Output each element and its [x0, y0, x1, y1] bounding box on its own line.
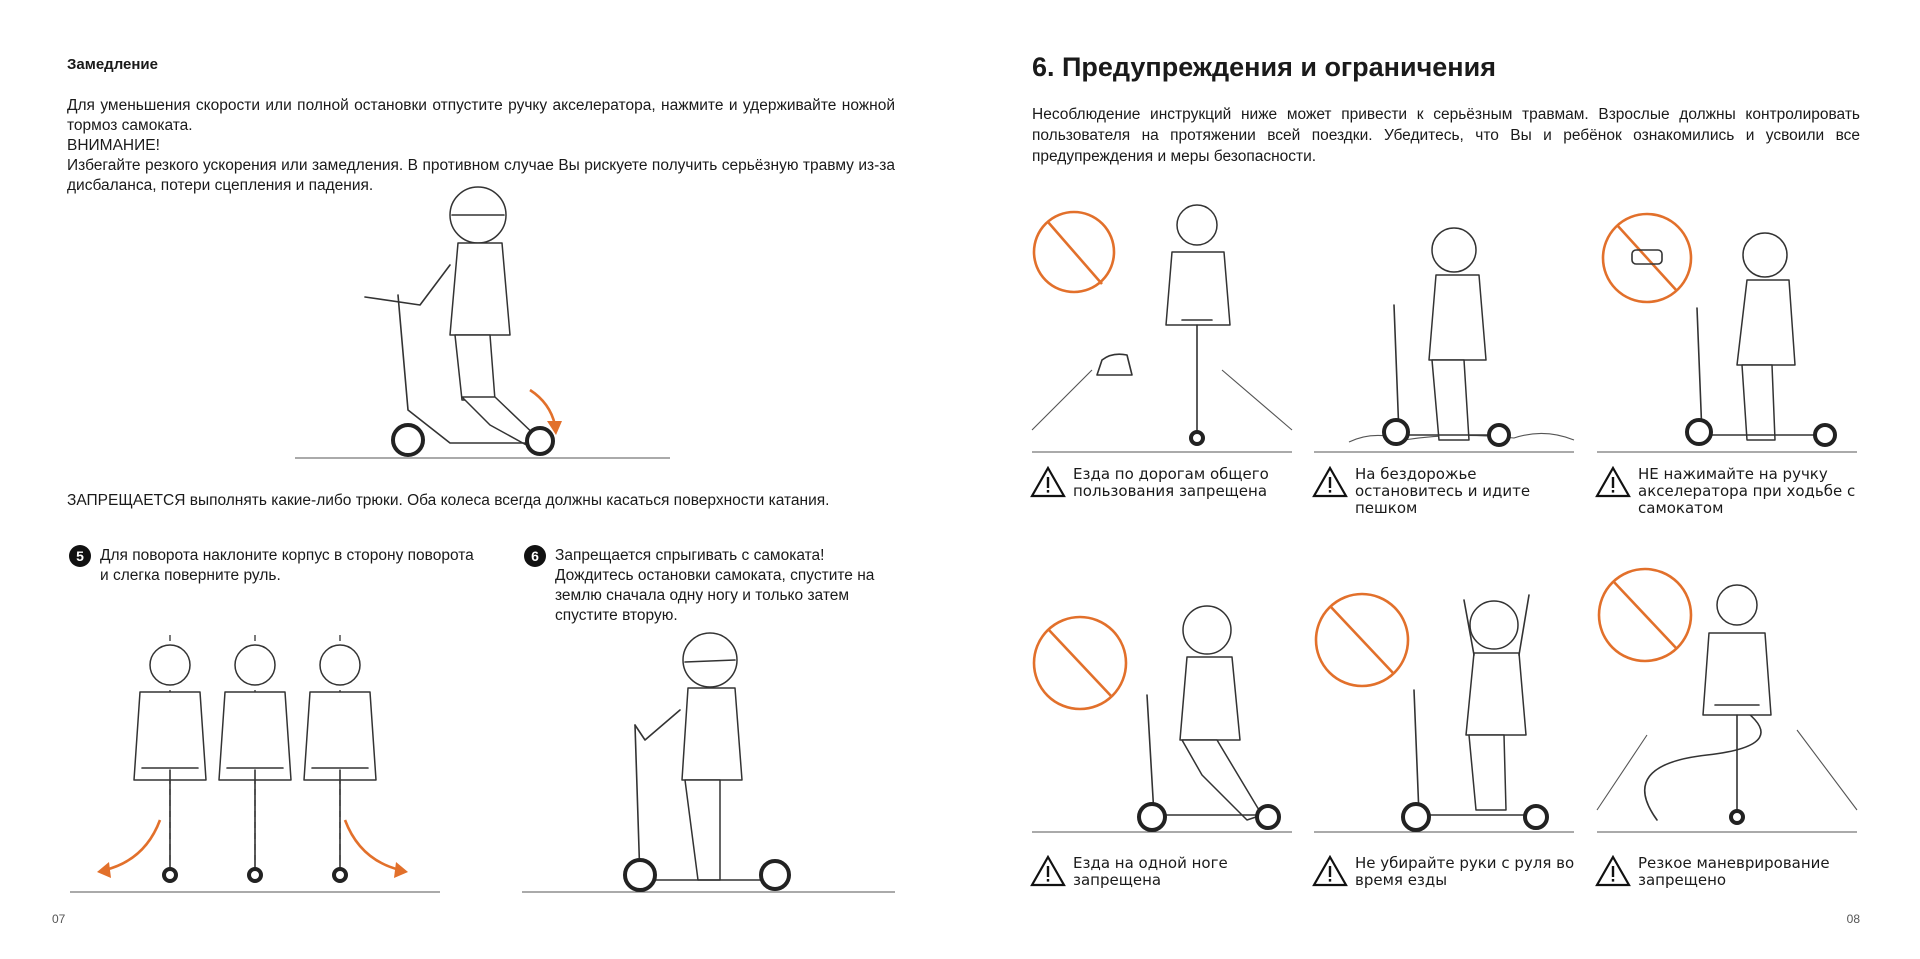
- slowdown-paragraph: Для уменьшения скорости или полной остан…: [67, 97, 895, 134]
- step-6-badge: 6: [524, 545, 546, 567]
- attention-label: ВНИМАНИЕ!: [67, 137, 160, 154]
- step-6-line-3: землю сначала одну ногу и только затем: [555, 587, 850, 604]
- no-sign-icon: [1032, 615, 1128, 711]
- braking-illustration: [295, 186, 670, 459]
- right-page: 08: [960, 0, 1920, 959]
- warning-caption-4: Езда на одной ноге запрещена: [1073, 854, 1228, 889]
- no-sign-icon: [1601, 212, 1693, 304]
- turn-right-arrow: [343, 819, 401, 872]
- left-page: Замедление Для уменьшения скорости или п…: [52, 56, 895, 926]
- turning-illustration: [70, 635, 440, 893]
- no-sign-icon: [1314, 592, 1410, 688]
- warning-illustration-public-roads: [1031, 204, 1293, 453]
- step-6-line-1: Запрещается спрыгивать с самоката!: [555, 547, 825, 564]
- warning-illustration-sharp-maneuver: [1596, 567, 1858, 833]
- no-sign-icon: [1032, 210, 1116, 294]
- step-6-line-4: спустите вторую.: [555, 607, 678, 624]
- step-5-badge: 5: [69, 545, 91, 567]
- page-number-right: 08: [1846, 912, 1860, 926]
- section-intro: Несоблюдение инструкций ниже может приве…: [1032, 106, 1860, 165]
- warning-triangle-icon: [1595, 466, 1631, 498]
- warning-triangle-icon: [1312, 855, 1348, 887]
- warning-illustration-accelerator: [1597, 212, 1857, 453]
- warning-illustration-hands-on-bar: [1314, 592, 1574, 833]
- warning-caption-5: Не убирайте руки с руля во время езды: [1355, 854, 1575, 889]
- warning-triangle-icon: [1312, 466, 1348, 498]
- step-6-line-2: Дождитесь остановки самоката, спустите н…: [555, 567, 875, 584]
- dismount-illustration: [522, 632, 895, 893]
- section-title: 6. Предупреждения и ограничения: [1032, 52, 1496, 82]
- warning-illustration-one-leg: [1032, 605, 1292, 833]
- subheading-slowdown: Замедление: [67, 56, 158, 73]
- forbidden-tricks-line: ЗАПРЕЩАЕТСЯ выполнять какие-либо трюки. …: [67, 492, 830, 509]
- page-number-left: 07: [52, 912, 66, 926]
- warning-triangle-icon: [1030, 466, 1066, 498]
- warning-caption-1: Езда по дорогам общего пользования запре…: [1073, 465, 1269, 500]
- warning-triangle-icon: [1030, 855, 1066, 887]
- warning-caption-3: НЕ нажимайте на ручку акселератора при х…: [1638, 465, 1856, 517]
- warning-caption-6: Резкое маневрирование запрещено: [1638, 854, 1830, 889]
- warning-triangle-icon: [1595, 855, 1631, 887]
- warning-caption-2: На бездорожье остановитесь и идите пешко…: [1355, 465, 1531, 517]
- step-5-line-1: Для поворота наклоните корпус в сторону …: [100, 547, 474, 564]
- step-5-line-2: и слегка поверните руль.: [100, 567, 281, 584]
- no-sign-icon: [1597, 567, 1693, 663]
- step-5-text: Для поворота наклоните корпус в сторону …: [100, 546, 474, 586]
- step-6-text: Запрещается спрыгивать с самоката! Дожди…: [555, 546, 874, 626]
- warning-illustration-offroad: [1314, 227, 1575, 453]
- attention-paragraph: Избегайте резкого ускорения или замедлен…: [67, 157, 895, 194]
- turn-left-arrow: [104, 819, 162, 872]
